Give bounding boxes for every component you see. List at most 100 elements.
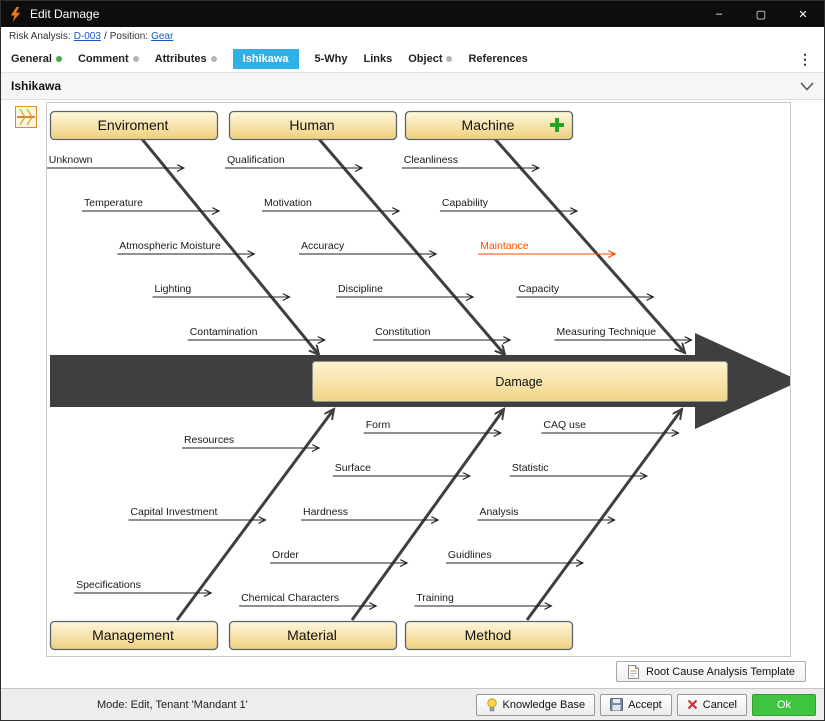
minimize-button[interactable]: – xyxy=(715,8,723,20)
window-title: Edit Damage xyxy=(30,7,100,21)
ok-button[interactable]: Ok xyxy=(752,693,816,716)
category-label: Human xyxy=(289,117,334,133)
cause-statistic[interactable]: Statistic xyxy=(509,462,647,476)
cause-label: Specifications xyxy=(76,579,141,591)
tab-label: Object xyxy=(408,53,443,65)
tab-general[interactable]: General xyxy=(11,53,62,65)
category-box-enviroment[interactable]: Enviroment xyxy=(49,110,219,141)
overflow-menu-icon[interactable]: ⋮ xyxy=(798,50,812,67)
cause-label: Cleanliness xyxy=(404,154,458,166)
effect-box-damage[interactable]: Damage xyxy=(312,361,728,402)
category-label: Material xyxy=(287,627,337,643)
cause-capacity[interactable]: Capacity xyxy=(516,283,653,297)
cause-surface[interactable]: Surface xyxy=(332,462,470,476)
save-icon xyxy=(610,698,624,711)
category-label: Method xyxy=(465,627,512,643)
cause-cleanliness[interactable]: Cleanliness xyxy=(401,154,539,168)
cause-label: Temperature xyxy=(84,197,143,209)
knowledge-base-button[interactable]: Knowledge Base xyxy=(475,693,596,716)
cause-resources[interactable]: Resources xyxy=(181,434,319,448)
section-title: Ishikawa xyxy=(11,79,62,93)
risk-analysis-link[interactable]: D-003 xyxy=(73,31,101,42)
cause-label: Unknown xyxy=(49,154,93,166)
tab-label: References xyxy=(468,53,528,65)
collapse-chevron-icon[interactable] xyxy=(800,81,814,91)
close-button[interactable]: ✕ xyxy=(798,8,808,21)
action-buttons: Knowledge Base Accept Cancel Ok xyxy=(475,693,816,716)
cause-capability[interactable]: Capability xyxy=(439,197,577,211)
root-cause-template-button[interactable]: Root Cause Analysis Template xyxy=(616,661,806,682)
effect-label: Damage xyxy=(495,375,542,389)
cause-label: Analysis xyxy=(479,506,518,518)
tab-label: Comment xyxy=(77,53,129,65)
cause-guidlines[interactable]: Guidlines xyxy=(445,549,583,563)
cancel-button[interactable]: Cancel xyxy=(676,693,747,716)
tab-label: Links xyxy=(363,53,393,65)
position-link[interactable]: Gear xyxy=(151,31,174,42)
category-box-human[interactable]: Human xyxy=(228,110,398,141)
category-box-machine[interactable]: Machine xyxy=(404,110,574,141)
cause-label: Chemical Characters xyxy=(241,592,339,604)
tab-label: 5-Why xyxy=(314,53,348,65)
tab-status-dot xyxy=(55,56,62,62)
bone-method xyxy=(525,409,682,621)
cause-contamination[interactable]: Contamination xyxy=(187,326,325,340)
add-cause-button[interactable] xyxy=(550,118,564,132)
lightbulb-icon xyxy=(486,697,497,711)
accept-button[interactable]: Accept xyxy=(600,693,672,716)
cause-label: Statistic xyxy=(512,462,549,474)
window-controls: – ▢ ✕ xyxy=(698,1,824,27)
cause-order[interactable]: Order xyxy=(270,549,407,563)
cause-analysis[interactable]: Analysis xyxy=(477,506,614,520)
maximize-button[interactable]: ▢ xyxy=(755,8,767,21)
tab-ishikawa[interactable]: Ishikawa xyxy=(232,49,299,69)
cause-constitution[interactable]: Constitution xyxy=(373,326,510,340)
cause-temperature[interactable]: Temperature xyxy=(82,197,219,211)
template-button-label: Root Cause Analysis Template xyxy=(646,665,795,678)
ok-label: Ok xyxy=(776,698,792,711)
category-label: Enviroment xyxy=(98,117,169,133)
cause-label: Atmospheric Moisture xyxy=(119,240,221,252)
cause-lighting[interactable]: Lighting xyxy=(152,283,289,297)
tab-links[interactable]: Links xyxy=(364,53,393,65)
cause-chemical-characters[interactable]: Chemical Characters xyxy=(239,592,376,606)
cause-qualification[interactable]: Qualification xyxy=(224,154,362,168)
tabbar: General Comment Attributes Ishikawa 5-Why Lin… xyxy=(1,46,824,73)
bone-management xyxy=(175,409,334,621)
cause-accuracy[interactable]: Accuracy xyxy=(299,240,436,254)
category-box-material[interactable]: Material xyxy=(228,620,398,651)
cause-form[interactable]: Form xyxy=(363,419,501,433)
cause-discipline[interactable]: Discipline xyxy=(336,283,473,297)
tab-label: General xyxy=(11,53,52,65)
cause-measuring-technique[interactable]: Measuring Technique xyxy=(554,326,691,340)
cause-label: Form xyxy=(366,419,391,431)
cause-hardness[interactable]: Hardness xyxy=(301,506,438,520)
cause-atmospheric-moisture[interactable]: Atmospheric Moisture xyxy=(117,240,254,254)
cause-label: Maintance xyxy=(480,240,529,252)
cause-motivation[interactable]: Motivation xyxy=(262,197,399,211)
tab-comment[interactable]: Comment xyxy=(78,53,139,65)
cause-label: Lighting xyxy=(154,283,191,295)
cause-capital-investment[interactable]: Capital Investment xyxy=(128,506,265,520)
cancel-x-icon xyxy=(687,699,698,710)
cause-label: Resources xyxy=(184,434,234,446)
category-box-management[interactable]: Management xyxy=(49,620,219,651)
cause-caq-use[interactable]: CAQ use xyxy=(541,419,678,433)
ishikawa-mini-icon[interactable] xyxy=(15,106,37,128)
cause-label: Qualification xyxy=(227,154,285,166)
tab-attributes[interactable]: Attributes xyxy=(155,53,217,65)
cause-maintance[interactable]: Maintance xyxy=(478,240,615,254)
bone-human xyxy=(317,138,505,355)
category-box-method[interactable]: Method xyxy=(404,620,574,651)
breadcrumb: Risk Analysis: D-003 / Position: Gear xyxy=(1,27,824,46)
cause-label: CAQ use xyxy=(543,419,586,431)
ishikawa-section-header: Ishikawa xyxy=(1,73,824,100)
tab-5-why[interactable]: 5-Why xyxy=(315,53,348,65)
tab-object[interactable]: Object xyxy=(408,53,453,65)
cause-specifications[interactable]: Specifications xyxy=(74,579,211,593)
cause-training[interactable]: Training xyxy=(414,592,551,606)
cause-label: Capital Investment xyxy=(130,506,217,518)
tab-references[interactable]: References xyxy=(468,53,527,65)
cause-unknown[interactable]: Unknown xyxy=(47,154,184,168)
